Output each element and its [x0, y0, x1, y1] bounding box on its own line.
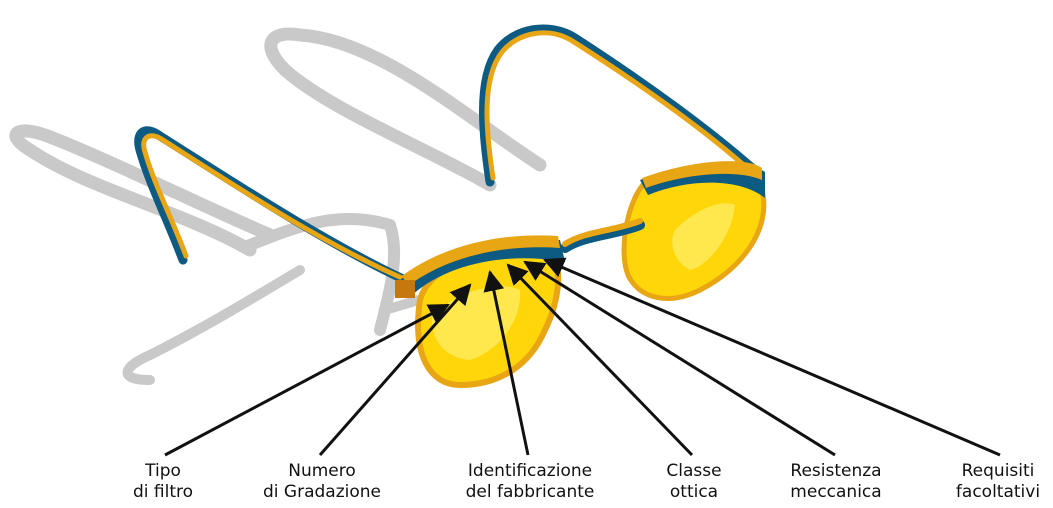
- label-line: di filtro: [133, 482, 193, 503]
- label-line: facoltativi: [956, 482, 1040, 503]
- label-identificazione-fabbricante: Identificazione del fabbricante: [466, 461, 595, 503]
- label-line: Requisiti: [956, 461, 1040, 482]
- label-classe-ottica: Classe ottica: [666, 461, 721, 503]
- pointer-arrows: [165, 260, 1000, 455]
- left-lens: [395, 235, 565, 385]
- arrow-requisiti-facoltativi: [545, 260, 1000, 455]
- label-line: Numero: [263, 461, 381, 482]
- label-numero-di-gradazione: Numero di Gradazione: [263, 461, 381, 503]
- right-lens: [624, 161, 765, 298]
- label-line: Resistenza: [790, 461, 881, 482]
- label-line: ottica: [666, 482, 721, 503]
- label-line: Classe: [666, 461, 721, 482]
- near-temple: [139, 131, 405, 280]
- label-line: di Gradazione: [263, 482, 381, 503]
- label-resistenza-meccanica: Resistenza meccanica: [790, 461, 881, 503]
- label-requisiti-facoltativi: Requisiti facoltativi: [956, 461, 1040, 503]
- label-tipo-di-filtro: Tipo di filtro: [133, 461, 193, 503]
- label-line: del fabbricante: [466, 482, 595, 503]
- label-line: Tipo: [133, 461, 193, 482]
- label-line: meccanica: [790, 482, 881, 503]
- label-line: Identificazione: [466, 461, 595, 482]
